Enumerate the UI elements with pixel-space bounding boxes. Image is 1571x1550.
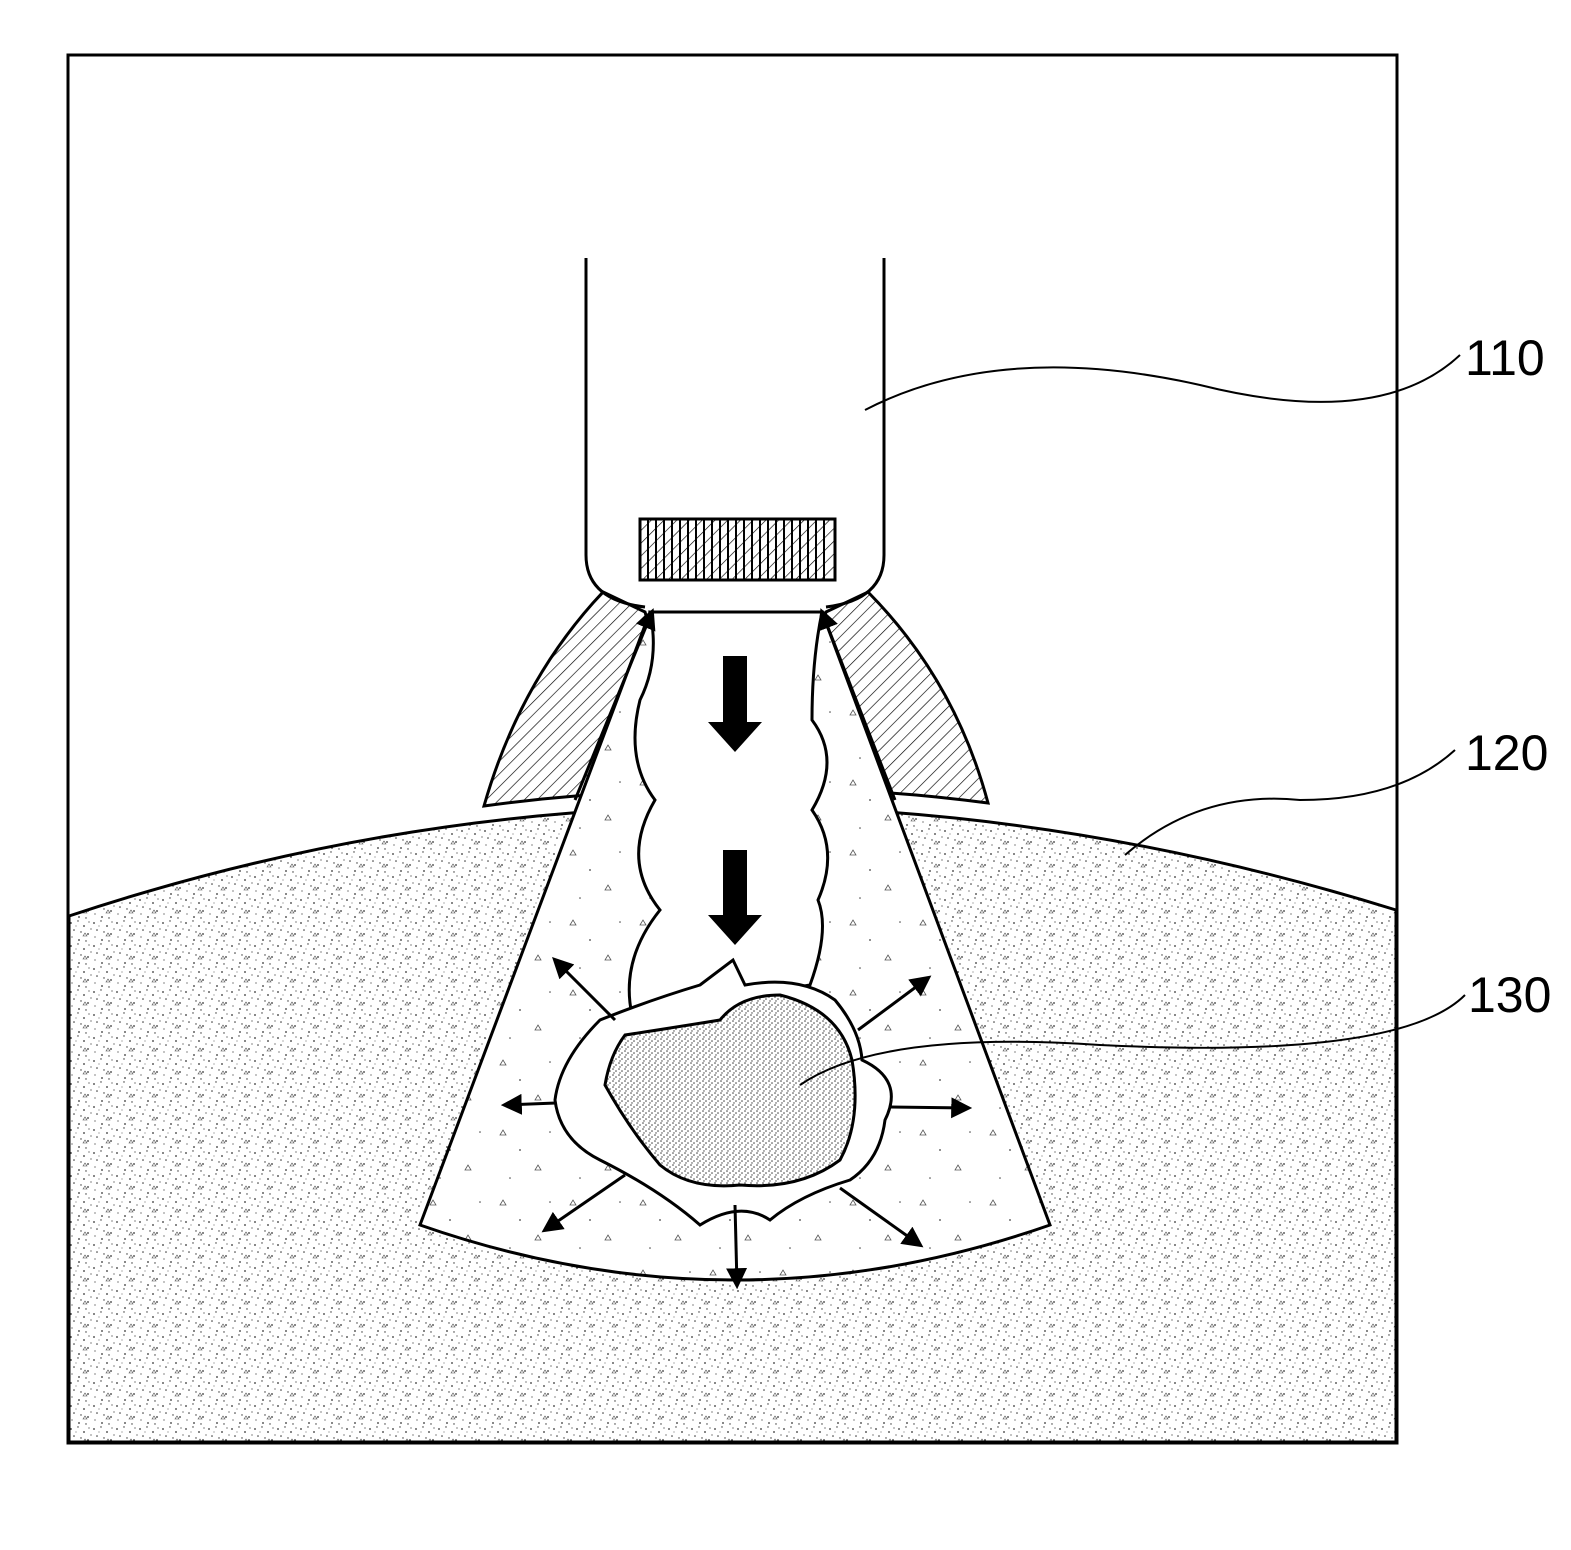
lesion-130	[603, 993, 857, 1188]
leader-line-130	[799, 994, 1466, 1086]
ultrasound-probe-110	[584, 258, 886, 609]
energy-arrow-down-icon	[708, 656, 762, 752]
transducer-lines	[647, 520, 825, 580]
label-110: 110	[1465, 330, 1545, 386]
reflection-arrow-right	[818, 608, 897, 801]
leader-line-120	[1124, 749, 1456, 856]
label-120: 120	[1465, 725, 1548, 781]
reflection-arrow-left	[573, 608, 656, 801]
transducer-element	[638, 517, 837, 582]
radial-arrows	[500, 957, 973, 1290]
leader-line-110	[864, 354, 1461, 411]
label-130: 130	[1468, 967, 1551, 1023]
energy-arrow-down-icon	[708, 850, 762, 945]
